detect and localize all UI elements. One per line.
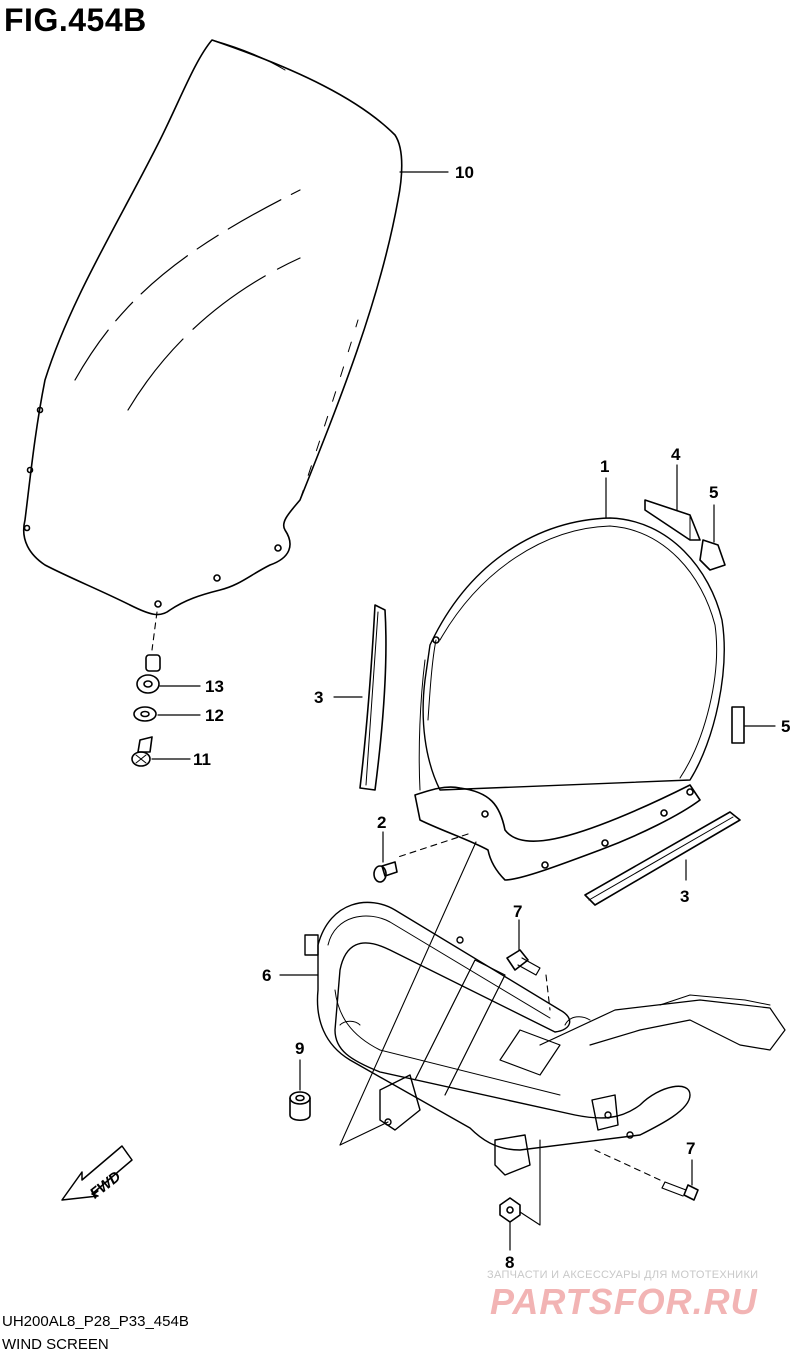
washer-part-12 <box>133 706 157 722</box>
bracket-part-6 <box>304 901 786 1176</box>
pad-part-5b <box>731 706 745 744</box>
bolt-part-7b <box>594 1149 699 1201</box>
watermark-brand-logo: PARTSFOR.RU <box>490 1281 758 1322</box>
callout-6: 6 <box>262 966 271 985</box>
callout-7b: 7 <box>686 1139 695 1158</box>
trim-part-3b <box>584 811 741 906</box>
callout-2: 2 <box>377 813 386 832</box>
callout-8: 8 <box>505 1253 514 1272</box>
leader-lines <box>151 171 776 1251</box>
fastener-part-13 <box>136 654 161 694</box>
watermark-tagline: ЗАПЧАСТИ И АКСЕССУАРЫ ДЛЯ МОТОТЕХНИКИ <box>487 1269 759 1281</box>
figure-name: WIND SCREEN <box>2 1336 109 1353</box>
callout-labels: 10 1 4 5 5 3 3 2 13 12 11 7 7 6 9 8 <box>193 163 790 1272</box>
fwd-label: FWD <box>87 1168 125 1203</box>
callout-13: 13 <box>205 677 224 696</box>
callout-10: 10 <box>455 163 474 182</box>
trim-part-3a <box>359 604 387 791</box>
pad-part-5a <box>699 539 726 571</box>
windscreen-part-10 <box>23 39 403 651</box>
callout-4: 4 <box>671 445 681 464</box>
bolt-part-7a <box>506 949 551 1011</box>
figure-title: FIG.454B <box>4 2 147 38</box>
screw-part-2 <box>373 861 398 883</box>
callout-7a: 7 <box>513 902 522 921</box>
figure-code: UH200AL8_P28_P33_454B <box>2 1313 189 1330</box>
fwd-direction-badge: FWD <box>61 1145 133 1203</box>
callout-12: 12 <box>205 706 224 725</box>
callout-3b: 3 <box>680 887 689 906</box>
callout-5b: 5 <box>781 717 790 736</box>
callout-11: 11 <box>193 750 211 769</box>
callout-1: 1 <box>600 457 609 476</box>
cover-part-1 <box>394 517 725 881</box>
assembly-lines <box>339 841 477 1146</box>
callout-9: 9 <box>295 1039 304 1058</box>
trim-part-4 <box>644 499 701 541</box>
callout-5a: 5 <box>709 483 718 502</box>
screw-part-11 <box>131 736 153 767</box>
nut-part-8 <box>499 1139 541 1226</box>
grommet-part-9 <box>289 1091 311 1122</box>
callout-3a: 3 <box>314 688 323 707</box>
